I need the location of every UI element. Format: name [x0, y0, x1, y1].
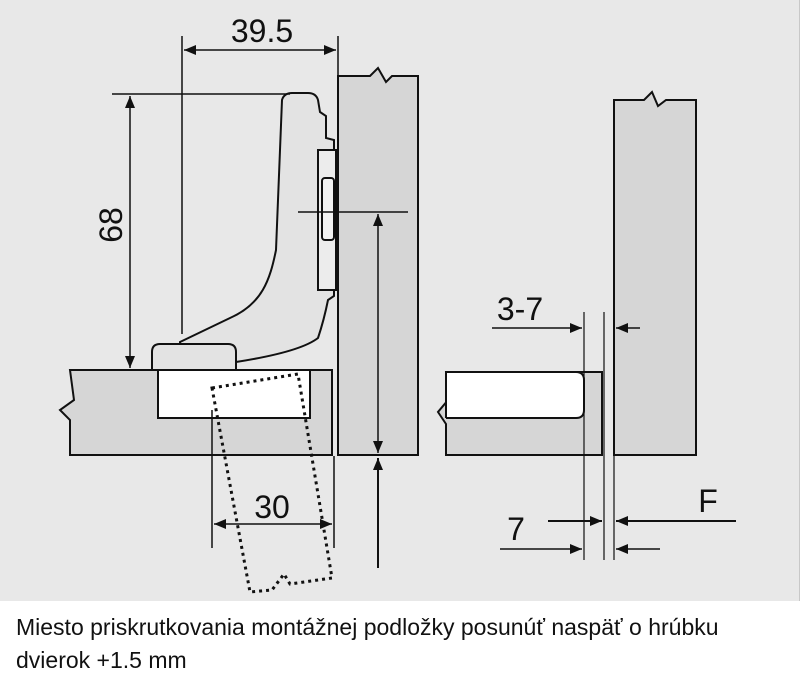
- caption-text: Miesto priskrutkovania montážnej podložk…: [0, 601, 800, 687]
- right-door-edge: [446, 371, 585, 419]
- dimension-width-label: 39.5: [231, 13, 293, 49]
- mounting-screw-slot: [321, 177, 335, 241]
- hinge-cup-recess: [157, 369, 311, 419]
- drawing-canvas: 39.5 68 30: [58, 13, 736, 594]
- hinge-cup: [151, 343, 237, 371]
- technical-drawing: 39.5 68 30: [0, 0, 800, 601]
- right-side-panel: [613, 90, 697, 456]
- hinge-arm: [179, 92, 335, 363]
- dimension-height-label: 68: [93, 207, 129, 243]
- dimension-distance-label: 7: [507, 511, 525, 547]
- opened-door-outline: [210, 372, 334, 594]
- dimension-offset-label: 30: [254, 489, 290, 525]
- dimension-gap-label: 3-7: [497, 291, 543, 327]
- force-label: F: [698, 483, 718, 519]
